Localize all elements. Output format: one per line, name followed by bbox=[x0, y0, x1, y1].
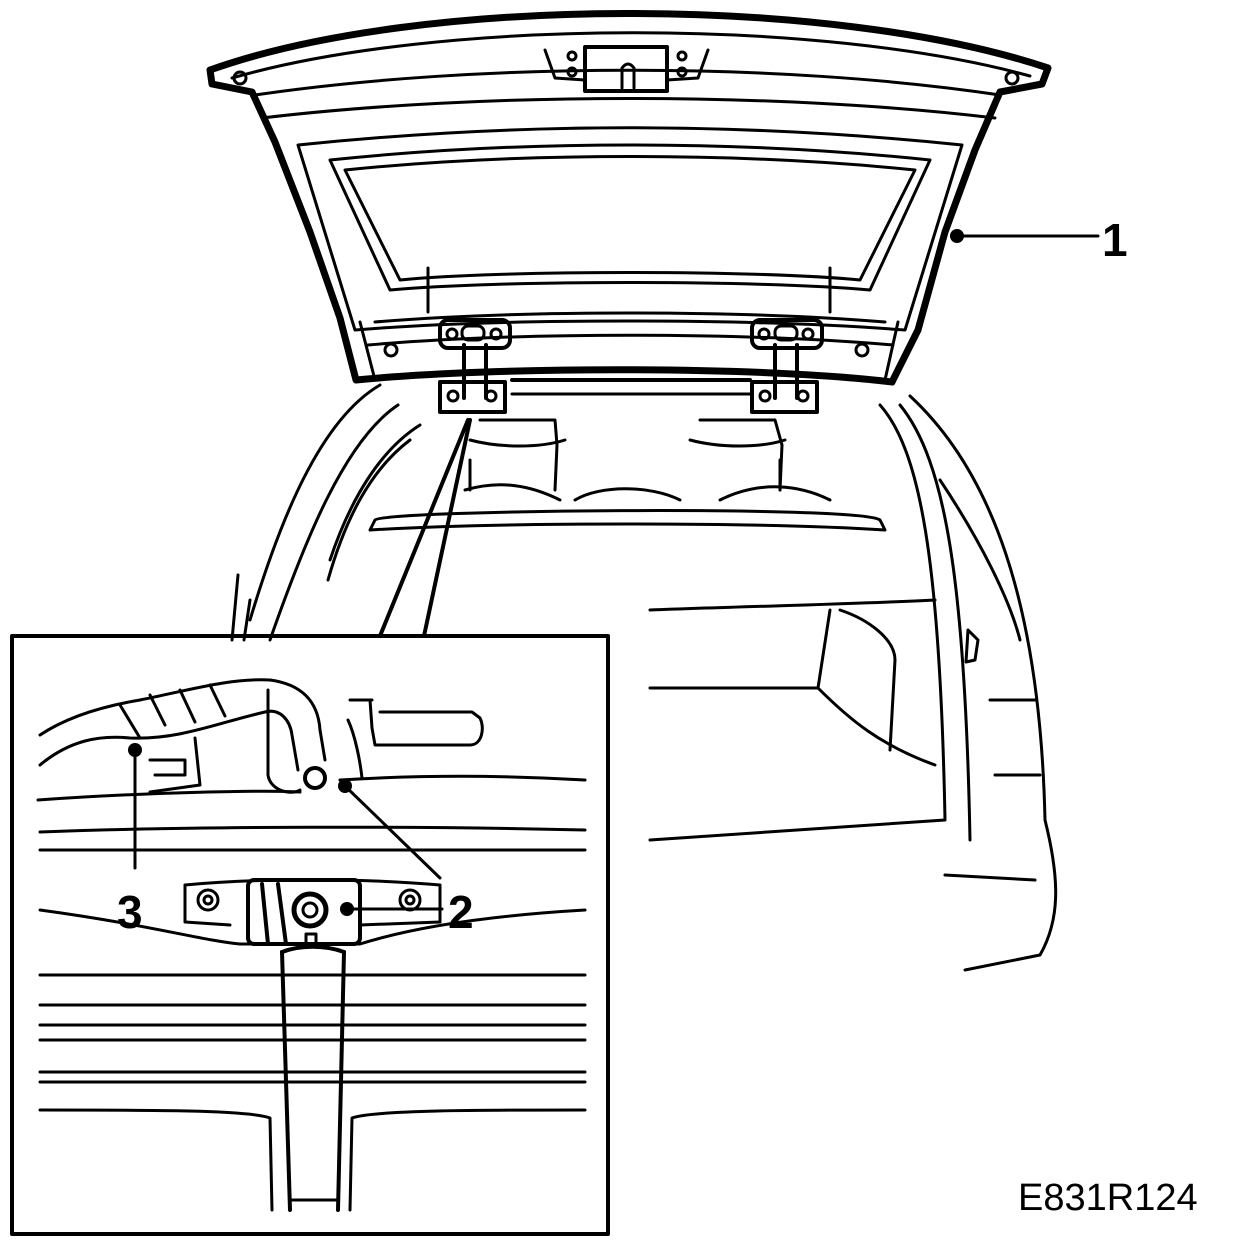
inset-hinge-detail bbox=[36, 678, 587, 1212]
callout-2-label: 2 bbox=[448, 886, 474, 938]
callout-1-leader bbox=[950, 229, 1100, 243]
detail-inset: 3 2 bbox=[10, 634, 610, 1236]
callout-3-leader bbox=[128, 743, 142, 870]
hinge-left bbox=[438, 318, 512, 414]
callout-2-leader-lower bbox=[340, 902, 444, 916]
callout-1-label: 1 bbox=[1102, 214, 1128, 266]
callout-2-leader-upper bbox=[338, 779, 442, 880]
figure-code: E831R124 bbox=[1018, 1177, 1198, 1219]
car-body bbox=[230, 378, 1058, 972]
car-rear-view bbox=[206, 10, 1058, 972]
callout-3-label: 3 bbox=[117, 886, 143, 938]
hinge-right bbox=[750, 318, 824, 414]
tailgate bbox=[206, 10, 1052, 386]
